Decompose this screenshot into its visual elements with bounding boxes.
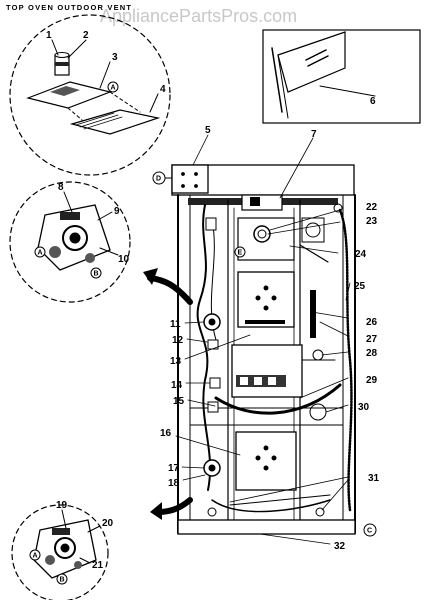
callout-32: 32: [334, 541, 346, 552]
callout-7: 7: [311, 129, 317, 140]
callout-23: 23: [366, 216, 378, 227]
callout-6: 6: [370, 96, 376, 107]
callout-11: 11: [170, 319, 181, 330]
marker-b-upper: B: [94, 271, 99, 278]
callout-29: 29: [366, 375, 378, 386]
callout-27: 27: [366, 334, 378, 345]
callout-8: 8: [58, 182, 64, 193]
callout-15: 15: [173, 396, 185, 407]
callout-2: 2: [83, 30, 89, 41]
callout-20: 20: [102, 518, 114, 529]
callout-14: 14: [171, 380, 183, 391]
callout-10: 10: [118, 254, 130, 265]
callout-12: 12: [172, 335, 184, 346]
marker-a-top: A: [111, 85, 116, 92]
marker-e: E: [238, 250, 243, 257]
valve-detail-lower: A B: [11, 504, 109, 600]
oven-cabinet: E: [152, 164, 377, 537]
vent-cover-detail: [262, 29, 421, 124]
callout-1: 1: [46, 30, 52, 41]
arrow-upper: [147, 275, 193, 305]
marker-c: C: [367, 528, 372, 535]
callout-17: 17: [168, 463, 180, 474]
marker-a-upper: A: [38, 250, 43, 257]
arrow-lower: [155, 497, 193, 515]
marker-d: D: [156, 176, 161, 183]
callout-9: 9: [114, 206, 120, 217]
valve-detail-upper: A B: [9, 181, 131, 303]
marker-b-lower: B: [60, 577, 65, 584]
callout-19: 19: [56, 500, 68, 511]
callout-22: 22: [366, 202, 378, 213]
callout-16: 16: [160, 428, 172, 439]
marker-a-lower: A: [33, 553, 38, 560]
vent-detail-group: A: [9, 14, 171, 176]
callout-31: 31: [368, 473, 380, 484]
diagram-header: TOP OVEN OUTDOOR VENT: [6, 3, 132, 12]
callout-13: 13: [170, 356, 182, 367]
callout-26: 26: [366, 317, 378, 328]
leader-lines: [175, 134, 351, 545]
callout-numbers: 1 2 3 4 5 6 7 8 9 10 11 12 13 14 15 16 1…: [46, 30, 380, 571]
callout-4: 4: [160, 84, 166, 95]
callout-24: 24: [355, 249, 367, 260]
watermark-text: AppliancePartsPros.com: [100, 6, 297, 26]
callout-3: 3: [112, 52, 118, 63]
callout-30: 30: [358, 402, 370, 413]
callout-28: 28: [366, 348, 378, 359]
callout-5: 5: [205, 125, 211, 136]
callout-21: 21: [92, 560, 104, 571]
callout-18: 18: [168, 478, 180, 489]
callout-25: 25: [354, 281, 366, 292]
